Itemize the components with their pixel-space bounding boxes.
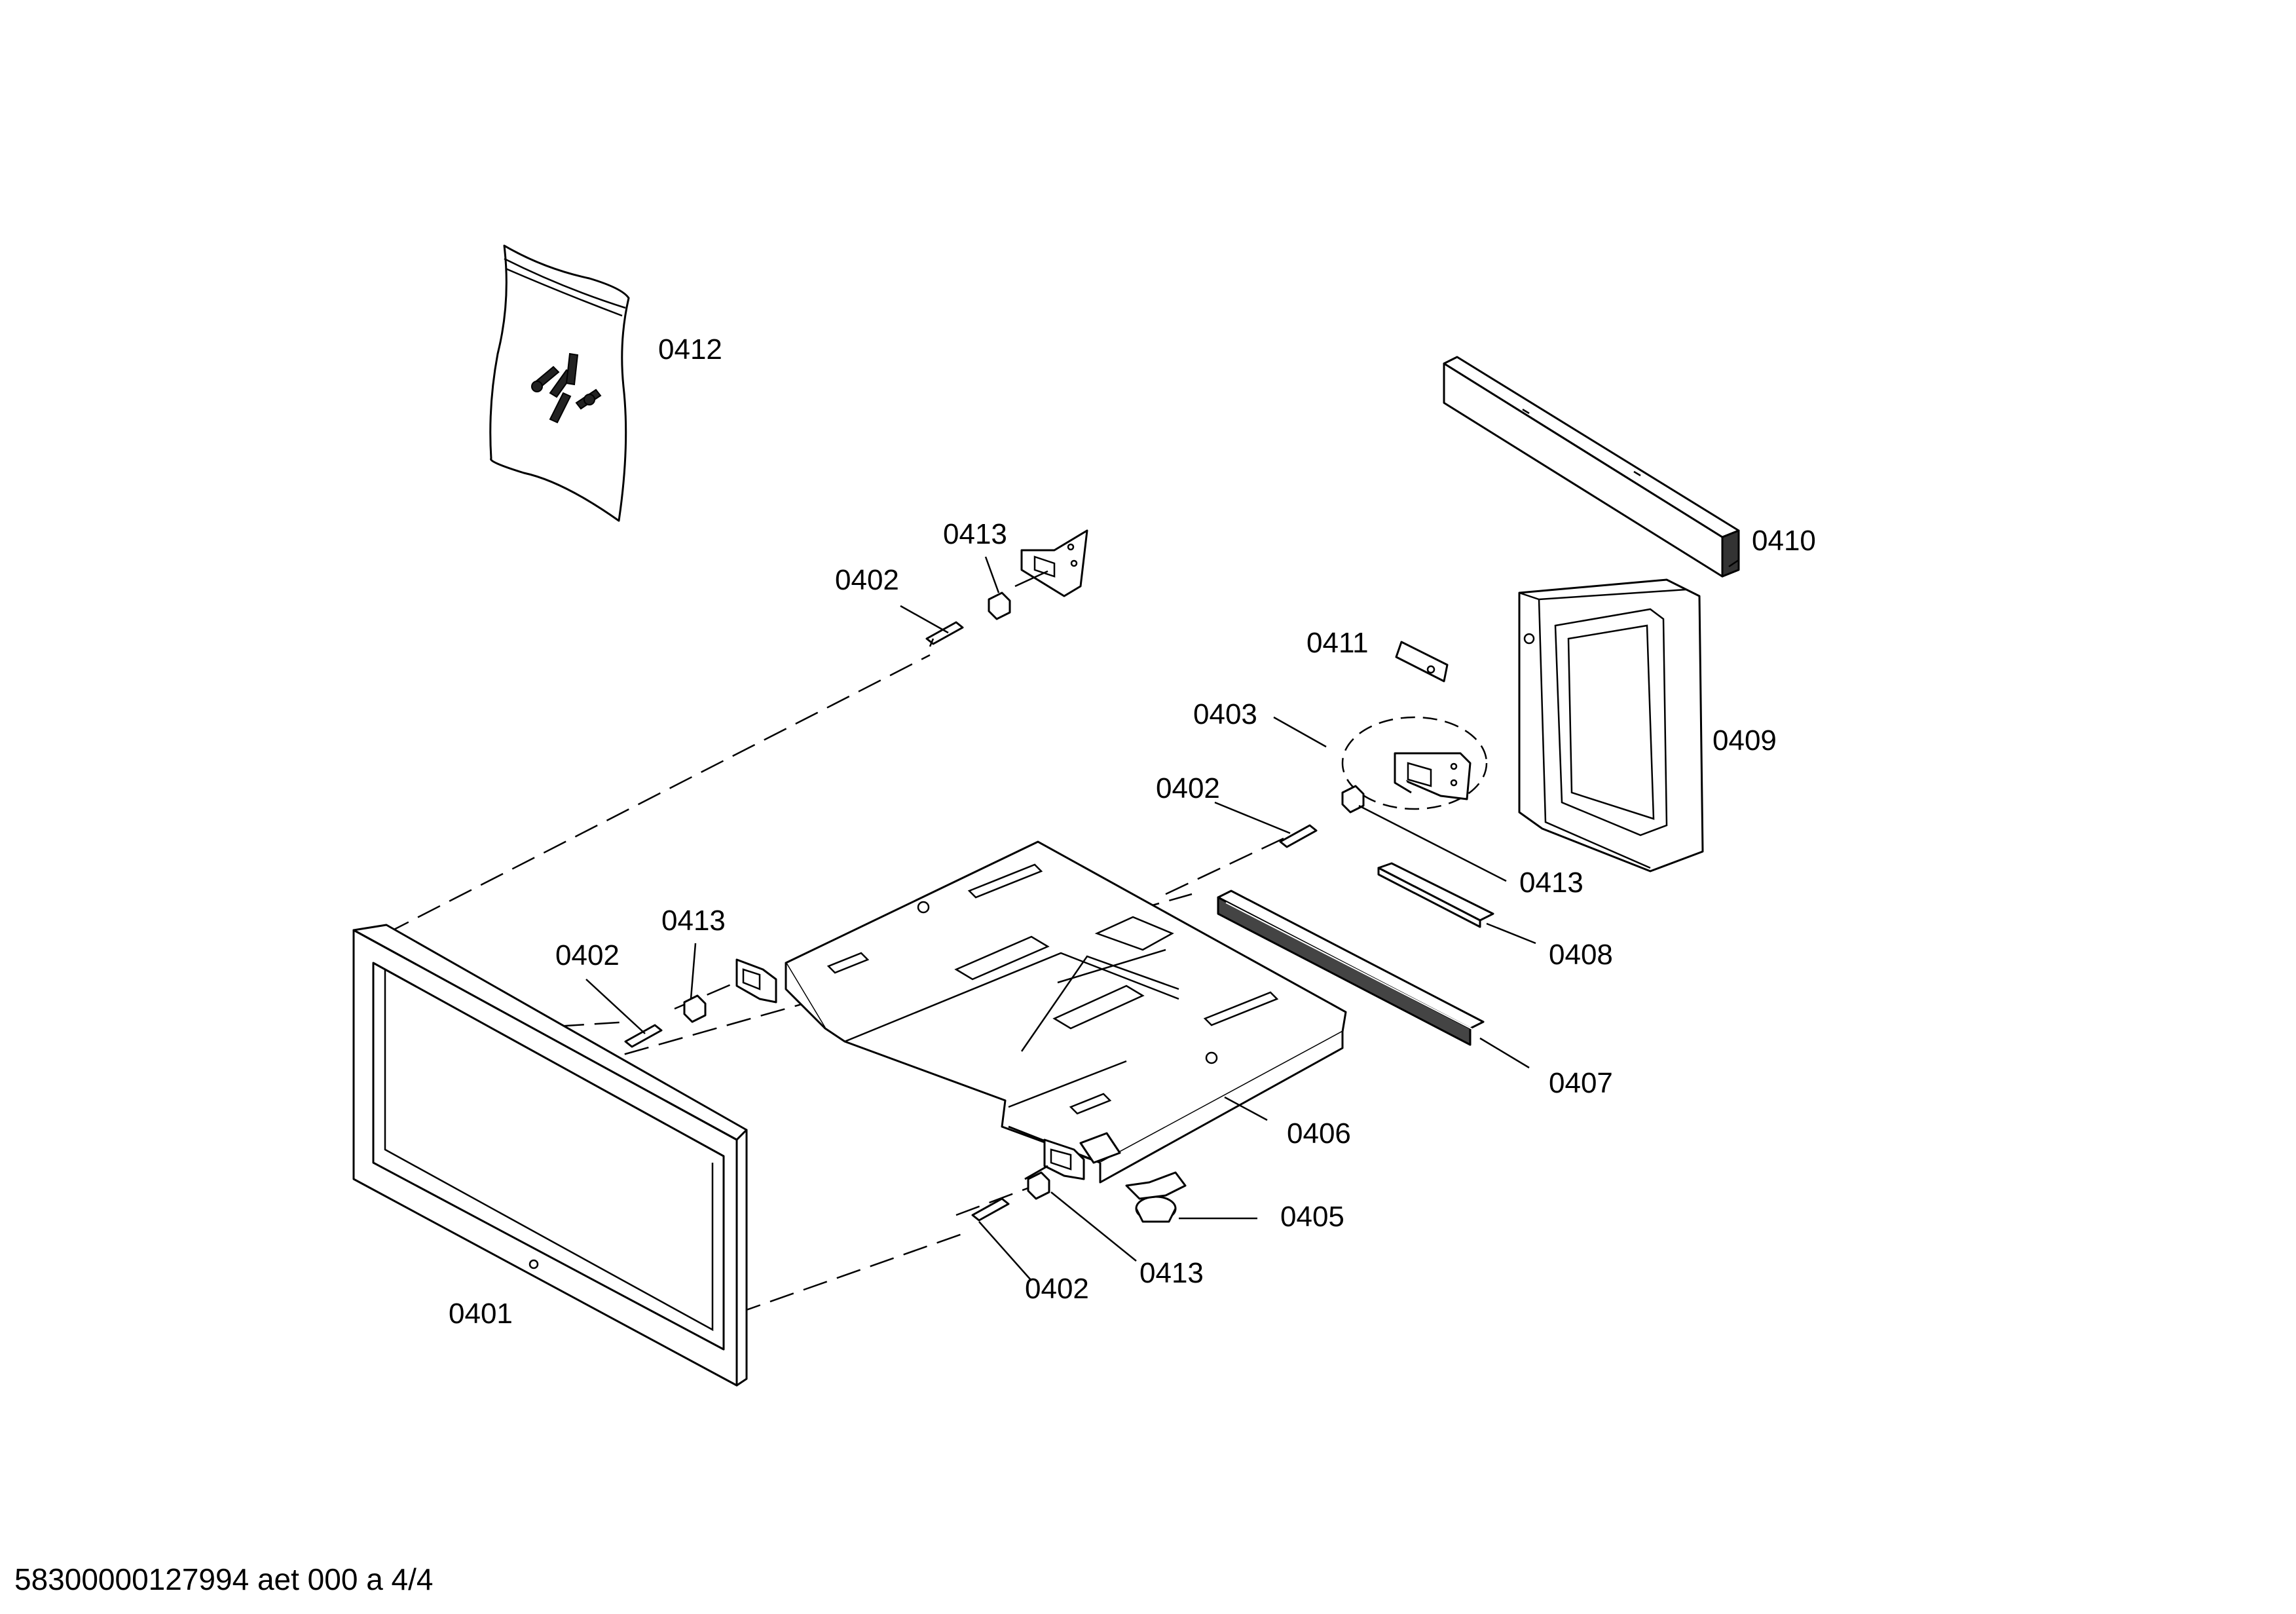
callout-0413-left: 0413: [661, 905, 726, 937]
callout-0413-bottom: 0413: [1139, 1257, 1204, 1289]
callout-0402-bottom: 0402: [1025, 1273, 1089, 1305]
callout-0413-right: 0413: [1519, 867, 1583, 899]
narrow-strip-0408: [1377, 862, 1494, 928]
callout-labels: 0412 0413 0402 0410 0411 0403 0409 0402 …: [449, 333, 1816, 1330]
callout-0408: 0408: [1549, 939, 1613, 971]
top-trim-strip-0410: [1443, 356, 1740, 578]
callout-0405: 0405: [1280, 1201, 1344, 1233]
screws-icon: [531, 352, 602, 424]
document-id: 58300000127994 aet 000 a 4/4: [14, 1562, 434, 1596]
clip-group-left: [624, 958, 777, 1048]
long-strip-0407: [1217, 890, 1485, 1046]
callout-0411: 0411: [1306, 627, 1369, 659]
callout-0403: 0403: [1193, 698, 1257, 730]
clip-group-bottom: [971, 1138, 1085, 1222]
screw-bag-0412: [489, 244, 630, 522]
base-plate-0406: [785, 840, 1347, 1184]
clip-group-upper: [925, 529, 1088, 647]
detail-circle-0403: [1341, 716, 1488, 810]
small-plate-0411: [1395, 641, 1449, 683]
clip-group-right: [1279, 785, 1365, 848]
callout-0402-right: 0402: [1156, 772, 1220, 804]
vertical-box-0409: [1518, 578, 1704, 873]
leader-lines: [585, 556, 1739, 1281]
callout-0406: 0406: [1287, 1117, 1351, 1150]
adjustable-foot-0405: [1125, 1171, 1187, 1223]
callout-0409: 0409: [1713, 724, 1777, 757]
callout-0410: 0410: [1752, 525, 1816, 557]
callout-0401: 0401: [449, 1298, 513, 1330]
callout-0402-left: 0402: [555, 939, 620, 971]
callout-0402-upper: 0402: [835, 564, 899, 596]
callout-0413-upper: 0413: [943, 518, 1007, 550]
callout-0412: 0412: [658, 333, 722, 366]
front-frame-0401: [352, 924, 748, 1387]
callout-0407: 0407: [1549, 1067, 1613, 1099]
